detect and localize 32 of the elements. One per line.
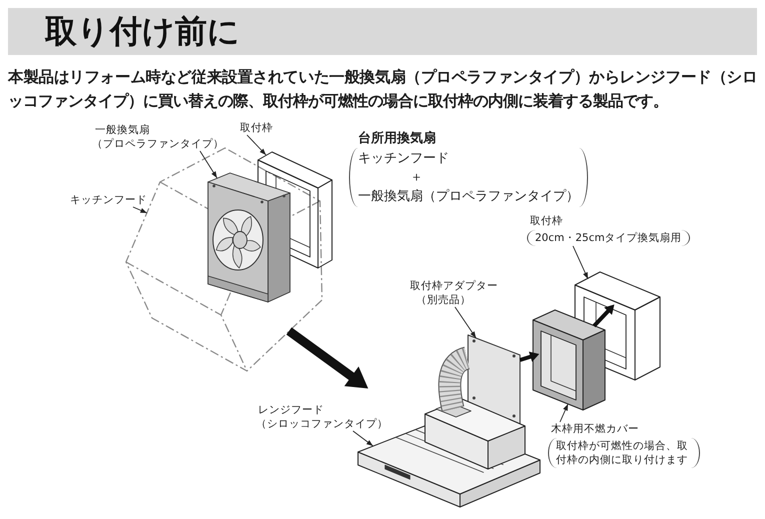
- callout-label: 木枠用不燃カバー: [550, 422, 639, 436]
- plus-sign: ＋: [409, 169, 423, 187]
- group-heading: 台所用換気扇: [358, 130, 436, 148]
- callout-note: 20cm・25cmタイプ換気扇用: [527, 230, 690, 246]
- callout-label: 取付枠アダプター: [410, 279, 498, 293]
- callout-note: 取付枠が可燃性の場合、取付枠の内側に取り付けます: [548, 438, 700, 468]
- callout-label: 取付枠: [240, 121, 273, 135]
- intro-text: 本製品はリフォーム時など従来設置されていた一般換気扇（プロペラファンタイプ）からレンジフード（シロッコファンタイプ）に買い替えの際、取付枠が可燃性の場合に取付枠の内側に装着する製品です。: [8, 67, 757, 112]
- arrow: [519, 352, 540, 362]
- leader-line: [132, 206, 148, 214]
- leader-line: [560, 404, 568, 422]
- range-hood-drawing: [358, 347, 540, 508]
- fan-drawing: [208, 172, 290, 302]
- callout-note: （別売品）: [415, 293, 471, 307]
- callout-note: （プロペラファンタイプ）: [92, 137, 224, 151]
- leader-line: [572, 246, 588, 280]
- arrow: [286, 327, 368, 388]
- callout-label: キッチンフード: [70, 193, 147, 207]
- leader-line: [246, 134, 266, 156]
- adapter-plate-drawing: [468, 334, 520, 424]
- label-text: キッチンフード: [358, 150, 449, 168]
- leader-line: [352, 430, 374, 446]
- callout-note: （シロッコファンタイプ）: [256, 417, 388, 431]
- label-text: 一般換気扇（プロペラファンタイプ）: [358, 188, 579, 206]
- callout-label: 一般換気扇: [94, 123, 150, 137]
- cover-drawing: [532, 310, 606, 410]
- arrow: [592, 304, 614, 328]
- leader-line: [200, 150, 218, 178]
- page-title: 取り付け前に: [45, 13, 240, 49]
- callout-label: 取付枠: [529, 214, 563, 228]
- callout-label: レンジフード: [257, 403, 324, 417]
- leader-line: [454, 306, 476, 338]
